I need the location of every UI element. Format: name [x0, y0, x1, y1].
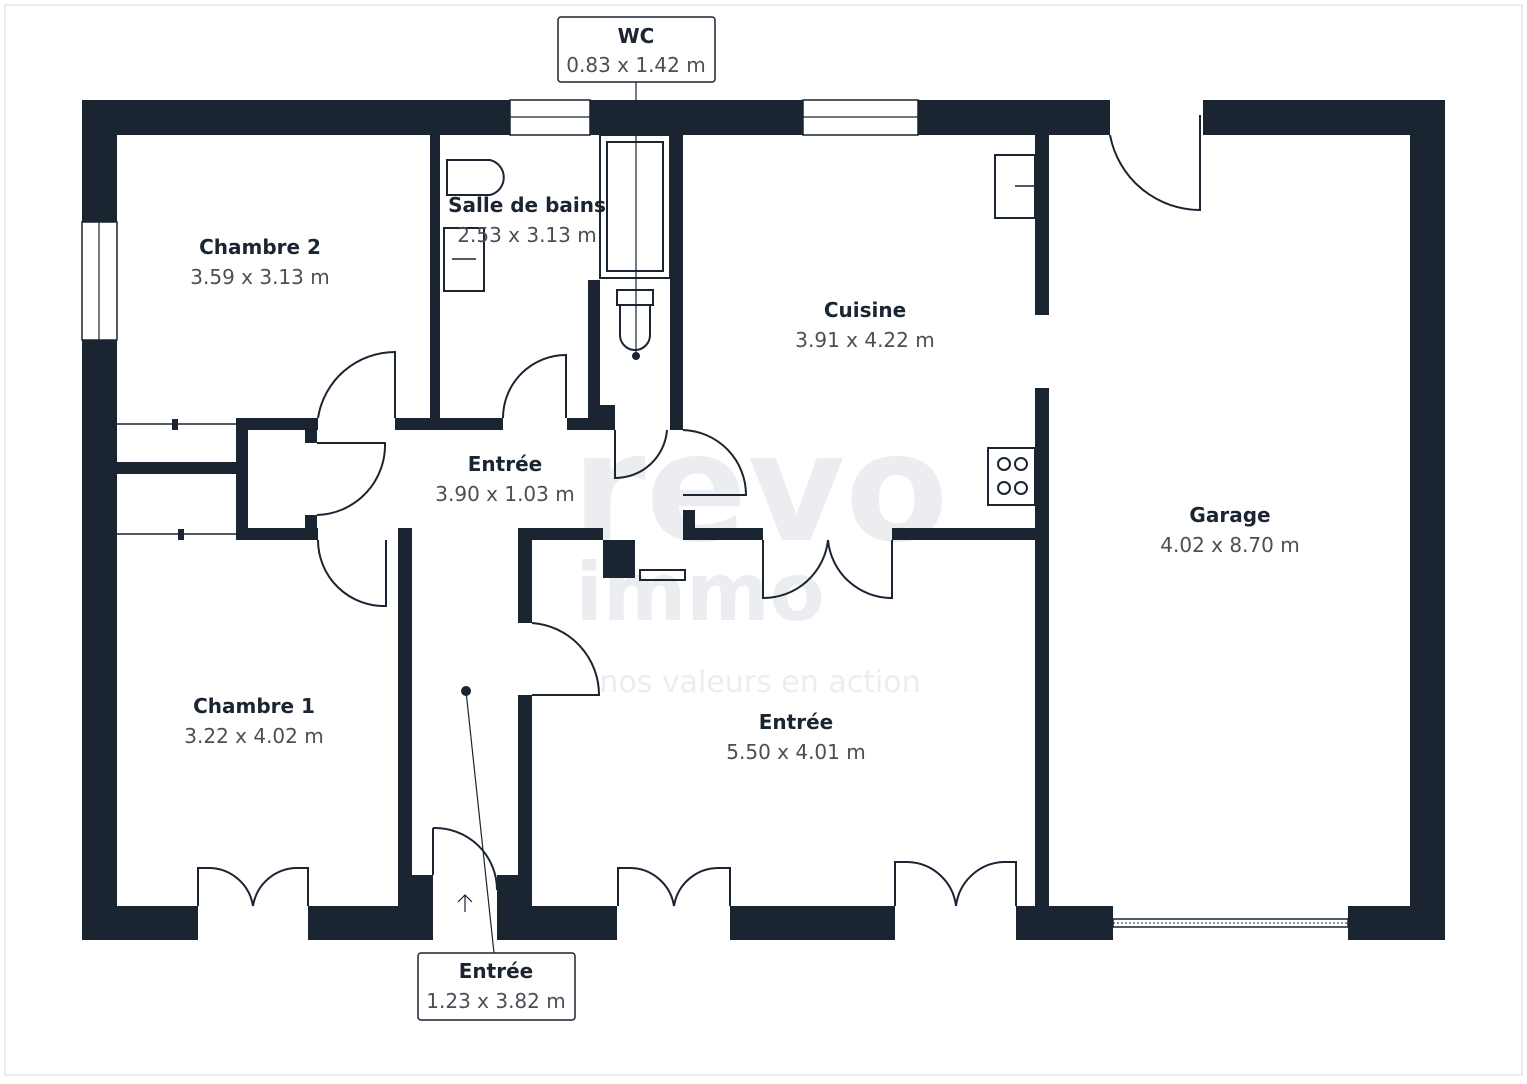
- wall-bottom-2: [308, 906, 433, 940]
- wall-top-1: [82, 100, 510, 135]
- wall-top-2: [590, 100, 803, 135]
- room-name-chambre2: Chambre 2: [199, 235, 321, 259]
- interior-walls: [117, 135, 1049, 906]
- callout-dim-entree: 1.23 x 3.82 m: [426, 989, 565, 1013]
- wall-wc-left: [588, 280, 600, 420]
- fixtures: [443, 82, 1036, 954]
- wall-wc-nub: [600, 405, 615, 430]
- room-dim-entree-main: 5.50 x 4.01 m: [726, 740, 865, 764]
- door-garage-back: [1109, 115, 1201, 212]
- callout-entree: Entrée 1.23 x 3.82 m: [417, 952, 576, 1021]
- room-dim-sdb: 2.53 x 3.13 m: [457, 223, 596, 247]
- room-name-cuisine: Cuisine: [824, 298, 906, 322]
- door-chambre1-french: [197, 867, 309, 907]
- door-corridor-living: [531, 622, 601, 696]
- bathtub: [599, 134, 671, 279]
- door-living-french-1: [617, 867, 731, 907]
- callout-name-entree: Entrée: [459, 959, 533, 983]
- wall-closet-bottom: [236, 528, 318, 540]
- door-chambre2: [317, 350, 396, 419]
- cooktop: [987, 447, 1036, 506]
- room-labels: Chambre 2 3.59 x 3.13 m Salle de bains 2…: [184, 193, 1299, 764]
- wall-main-top-3: [892, 528, 1040, 540]
- wall-kitchen-garage-1: [1035, 135, 1049, 315]
- door-wc: [614, 429, 668, 480]
- wall-corridor-left: [398, 528, 412, 906]
- room-name-entree-main: Entrée: [759, 710, 833, 734]
- toilet-sdb: [446, 159, 505, 196]
- wall-top-3: [918, 100, 1110, 135]
- wall-main-top-1: [518, 528, 603, 540]
- wall-closet-jamb2: [305, 515, 317, 540]
- wall-bottom-3: [497, 906, 617, 940]
- callout-dim-wc: 0.83 x 1.42 m: [566, 53, 705, 77]
- room-dim-entree-hall: 3.90 x 1.03 m: [435, 482, 574, 506]
- wall-closet-left: [236, 418, 248, 540]
- wall-sdb-bottom-2: [567, 418, 602, 430]
- wall-wc-right: [670, 135, 683, 430]
- room-name-sdb: Salle de bains: [448, 193, 606, 217]
- room-dim-chambre1: 3.22 x 4.02 m: [184, 724, 323, 748]
- wall-bottom-4: [730, 906, 895, 940]
- windows: [81, 99, 1349, 928]
- door-front: [432, 826, 498, 891]
- wall-closet-jamb1: [305, 418, 317, 443]
- wall-closet-top: [236, 418, 318, 430]
- room-name-entree-hall: Entrée: [468, 452, 542, 476]
- wall-kitchen-jamb: [683, 510, 695, 528]
- wall-chimney: [603, 540, 635, 578]
- wall-corridor-right-2: [518, 695, 532, 906]
- wall-kitchen-garage-2: [1035, 388, 1049, 906]
- toilet-wc: [616, 289, 654, 351]
- exterior-walls: [82, 100, 1445, 940]
- callout-wc: WC 0.83 x 1.42 m: [557, 16, 716, 83]
- callout-box-wc: [557, 16, 716, 83]
- wall-bottom-1: [82, 906, 198, 940]
- wall-corridor-foot-l: [398, 875, 433, 906]
- door-living-b: [827, 539, 893, 600]
- callout-name-wc: WC: [618, 24, 655, 48]
- wall-closet-mid: [117, 462, 240, 474]
- entry-arrow-icon: [457, 894, 473, 912]
- wall-corridor-right-1: [518, 528, 532, 623]
- room-name-garage: Garage: [1189, 503, 1270, 527]
- sink-sdb: [443, 227, 485, 292]
- wall-corridor-foot-r: [497, 875, 532, 906]
- page-frame: [4, 4, 1523, 1076]
- wall-top-4: [1203, 100, 1445, 135]
- wall-right: [1410, 100, 1445, 940]
- wall-left-1: [82, 100, 117, 222]
- wall-left-2: [82, 340, 117, 940]
- room-dim-cuisine: 3.91 x 4.22 m: [795, 328, 934, 352]
- wall-main-top-2: [683, 528, 763, 540]
- closet-details: [117, 419, 236, 540]
- room-dim-chambre2: 3.59 x 3.13 m: [190, 265, 329, 289]
- wall-bottom-6: [1348, 906, 1445, 940]
- callout-box-entree: [417, 952, 576, 1021]
- wall-sdb-bottom-1: [395, 418, 503, 430]
- door-living-a: [762, 539, 829, 600]
- door-living-french-2: [894, 861, 1017, 907]
- doors: [197, 115, 1201, 907]
- room-name-chambre1: Chambre 1: [193, 694, 315, 718]
- wall-bottom-5: [1016, 906, 1113, 940]
- entree-leader: [465, 690, 495, 954]
- door-closet: [316, 442, 387, 516]
- door-chambre1: [317, 539, 387, 608]
- door-sdb: [502, 353, 567, 419]
- wall-ch2-sdb: [430, 135, 440, 420]
- room-dim-garage: 4.02 x 8.70 m: [1160, 533, 1299, 557]
- door-kitchen: [682, 429, 748, 496]
- watermark-tagline: nos valeurs en action: [599, 665, 920, 700]
- fireplace: [639, 569, 686, 581]
